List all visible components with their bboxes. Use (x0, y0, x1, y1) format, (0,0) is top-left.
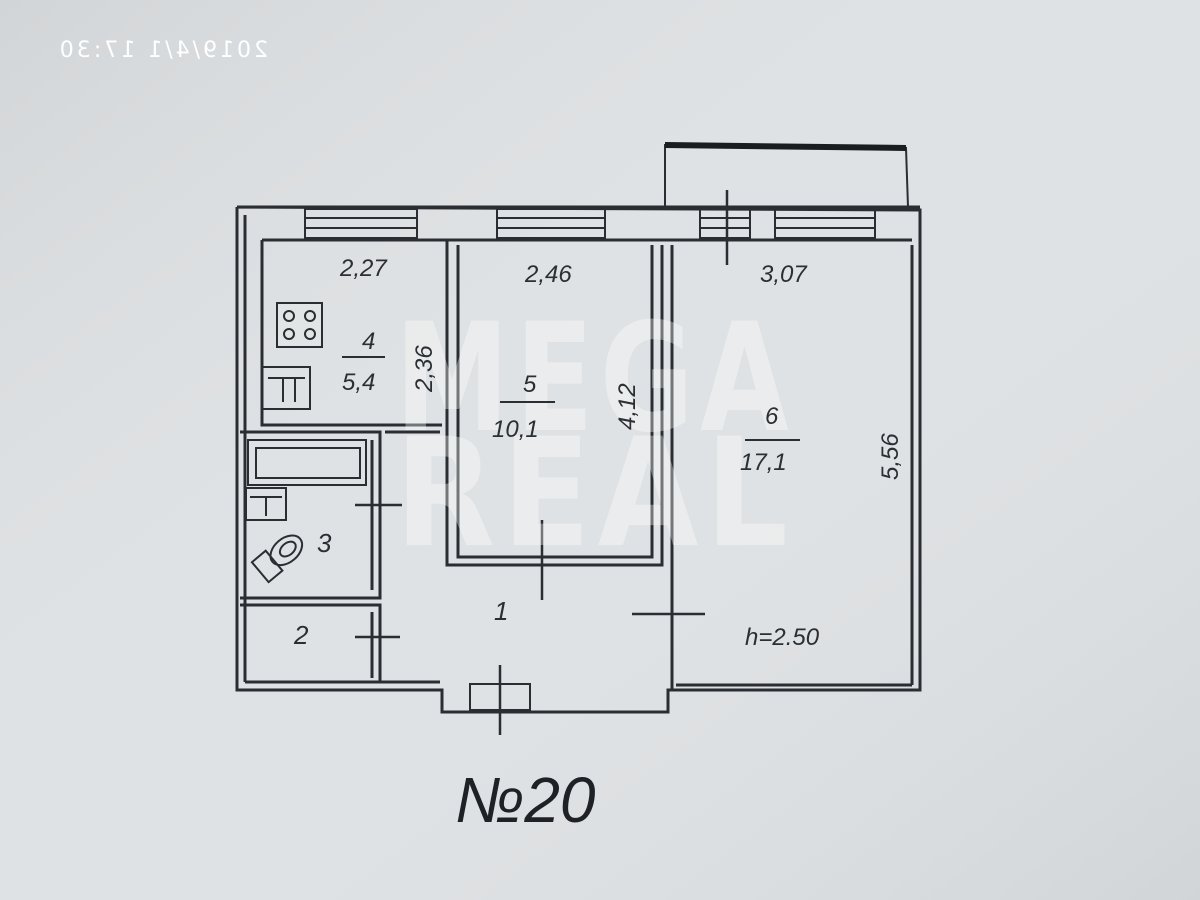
room5-number: 5 (523, 371, 537, 398)
room1-number: 1 (494, 596, 508, 626)
plan-number: №20 (455, 764, 596, 836)
watermark-line2: REAL (395, 407, 795, 581)
dimension-labels: 2,27 2,36 2,46 4,12 3,07 5,56 (339, 255, 904, 480)
room-labels: 4 5,4 5 10,1 6 17,1 3 2 1 h=2.50 (293, 328, 820, 651)
room6-area: 17,1 (740, 449, 787, 476)
entrance-door (469, 683, 531, 711)
kitchen-width-label: 2,27 (339, 255, 388, 282)
room4-number: 4 (362, 328, 375, 355)
sink-icon (261, 366, 311, 410)
kitchen-wall (260, 240, 442, 427)
timestamp-text: 2019/4/1 17:30 (57, 38, 268, 63)
bathroom-wall (240, 430, 382, 600)
kitchen-depth-label: 2,36 (411, 345, 438, 393)
room5-wall (445, 245, 664, 567)
toilet-wall (240, 603, 382, 682)
door-markers (355, 190, 729, 735)
room5-depth-label: 4,12 (614, 383, 641, 430)
window-room5 (496, 208, 606, 239)
window-room6 (774, 208, 876, 239)
room5-inner-wall (456, 245, 654, 559)
watermark: MEGA REAL (395, 292, 795, 581)
watermark-line1: MEGA (395, 292, 795, 466)
balcony (664, 142, 909, 208)
washbasin-icon (245, 487, 287, 521)
bathtub-icon (247, 439, 367, 486)
outer-wall (235, 205, 922, 714)
room5-area: 10,1 (492, 416, 539, 443)
room6-depth-label: 5,56 (877, 433, 904, 480)
room3-number: 3 (317, 528, 332, 558)
windows (304, 208, 876, 239)
walls (235, 205, 922, 714)
room6-width-label: 3,07 (760, 261, 808, 288)
room4-area: 5,4 (342, 369, 375, 396)
stove-icon (276, 302, 323, 348)
room6-number: 6 (765, 403, 779, 430)
ceiling-height-label: h=2.50 (745, 624, 820, 651)
window-kitchen (304, 208, 418, 239)
room2-number: 2 (293, 620, 309, 650)
balcony-door (699, 208, 751, 239)
photo-timestamp: 2019/4/1 17:30 (57, 38, 268, 63)
toilet-icon (250, 534, 304, 584)
room5-width-label: 2,46 (524, 261, 572, 288)
